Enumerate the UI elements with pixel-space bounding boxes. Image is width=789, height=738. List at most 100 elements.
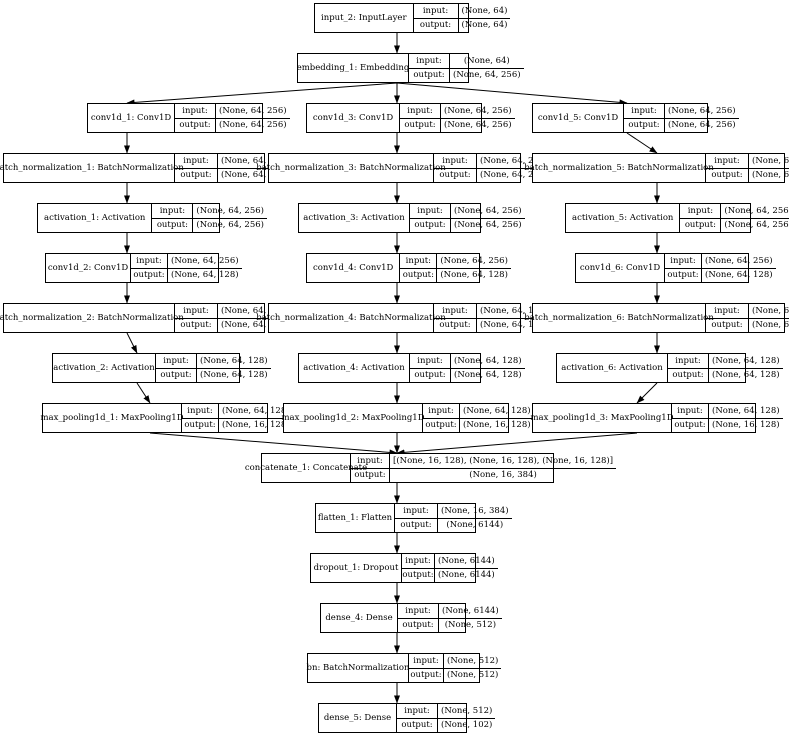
output-shape: (None, 64, 256) [196,220,264,231]
input-label: input: [434,154,477,168]
output-row: output:(None, 512) [398,617,502,632]
input-row: input:(None, 64, 256) [410,204,525,218]
output-shape: (None, 512) [447,670,499,681]
edge-max-pooling1d-1-to-concatenate-1 [149,432,398,456]
output-shape: (None, 64, 128) [221,320,289,331]
output-row: output:(None, 64, 256) [175,117,290,132]
layer-name: batch_normalization_6: BatchNormalizatio… [524,304,714,332]
layer-name: batch_normalization_2: BatchNormalizatio… [0,304,184,332]
output-label: output: [434,318,477,332]
input-label: input: [668,354,709,368]
output-row: output:(None, 64, 256) [409,67,524,82]
layer-name: input_2: InputLayer [315,4,414,32]
output-shape: (None, 64, 128) [200,370,268,381]
layer-name: batch_normalization_1: BatchNormalizatio… [0,154,184,182]
input-row: input:(None, 64, 256) [131,254,242,268]
input-label: input: [680,204,722,218]
output-row: output:(None, 16, 128) [423,417,534,432]
input-row: input:(None, 6144) [402,554,498,568]
layer-shape-table: input:(None, 64, 256)output:(None, 64, 2… [410,204,525,232]
layer-shape-table: input:(None, 64, 256)output:(None, 64, 1… [400,254,511,282]
input-label: input: [706,304,749,318]
input-shape: (None, 64, 128) [200,355,268,366]
edge-conv1d-5-to-batch-normalization-5 [626,132,658,154]
output-shape: (None, 64, 256) [453,70,521,81]
input-shape: (None, 64, 256) [724,205,789,216]
layer-name: batch_normalization_3: BatchNormalizatio… [256,154,446,182]
input-row: input:(None, 64, 128) [182,404,293,418]
output-row: output:(None, 64, 128) [410,367,525,382]
layer-name: activation_2: Activation [53,354,156,382]
output-row: output:(None, 64, 128) [156,367,271,382]
output-row: output:(None, 64, 128) [434,317,551,332]
output-shape: (None, 64, 256) [221,170,289,181]
input-row: input:(None, 64) [414,4,511,18]
edge-activation-2-to-max-pooling1d-1 [136,382,151,404]
layer-shape-table: input:(None, 64)output:(None, 64, 256) [409,54,524,82]
output-label: output: [410,368,451,382]
output-shape: (None, 64, 256) [480,170,548,181]
layer-name: activation_6: Activation [557,354,668,382]
input-row: input:(None, 64, 256) [624,104,739,118]
output-label: output: [706,318,749,332]
layer-shape-table: input:(None, 64, 256)output:(None, 64, 2… [400,104,515,132]
input-shape: (None, 64, 128) [712,405,780,416]
input-label: input: [175,304,218,318]
output-row: output:(None, 16, 128) [672,417,783,432]
output-shape: (None, 64, 128) [752,320,789,331]
edge-batch-normalization-2-to-activation-2 [126,332,138,354]
input-label: input: [410,204,451,218]
input-label: input: [398,604,439,618]
layer-shape-table: input:(None, 64, 256)output:(None, 64, 2… [706,154,789,182]
output-label: output: [400,118,441,132]
output-shape: (None, 16, 128) [712,420,780,431]
layer-shape-table: input:(None, 64, 256)output:(None, 64, 2… [175,104,290,132]
layer-name: batch_normalization_4: BatchNormalizatio… [256,304,446,332]
output-label: output: [402,568,435,582]
output-label: output: [400,268,438,282]
output-row: output:(None, 512) [409,667,502,682]
input-row: input:(None, 512) [409,654,501,668]
output-shape: (None, 64, 256) [454,220,522,231]
output-label: output: [423,418,460,432]
input-shape: (None, 64, 256) [668,105,736,116]
input-row: input:(None, 64, 128) [668,354,783,368]
layer-name: activation_5: Activation [566,204,681,232]
layer-name: bn: BatchNormalization [307,654,409,682]
output-shape: (None, 102) [441,720,493,731]
input-row: input:(None, 64, 256) [152,204,267,218]
layer-name: conv1d_6: Conv1D [576,254,665,282]
input-label: input: [131,254,168,268]
input-label: input: [665,254,702,268]
output-label: output: [398,618,439,632]
output-shape: (None, 16, 384) [469,470,537,481]
output-label: output: [706,168,749,182]
output-row: output:(None, 64, 128) [668,367,783,382]
input-shape: (None, 64, 256) [171,255,239,266]
layer-shape-table: input:(None, 64)output:(None, 64) [413,4,511,32]
input-shape: (None, 512) [447,655,499,666]
layer-name: flatten_1: Flatten [316,504,395,532]
input-label: input: [400,104,441,118]
layer-name: batch_normalization_5: BatchNormalizatio… [524,154,714,182]
layer-shape-table: input:(None, 64, 128)output:(None, 64, 1… [668,354,783,382]
input-row: input:(None, 64, 256) [665,254,776,268]
layer-shape-table: input:(None, 64, 128)output:(None, 64, 1… [434,304,551,332]
input-label: input: [175,104,216,118]
edge-embedding-1-to-conv1d-5 [396,82,628,106]
input-label: input: [395,504,438,518]
output-shape: (None, 16, 128) [463,420,531,431]
input-row: input:(None, 16, 384) [395,504,512,518]
layer-name: max_pooling1d_2: MaxPooling1D [281,404,425,432]
input-shape: (None, 6144) [442,605,499,616]
edge-activation-6-to-max-pooling1d-3 [636,382,658,404]
output-row: output:(None, 6144) [402,567,498,582]
